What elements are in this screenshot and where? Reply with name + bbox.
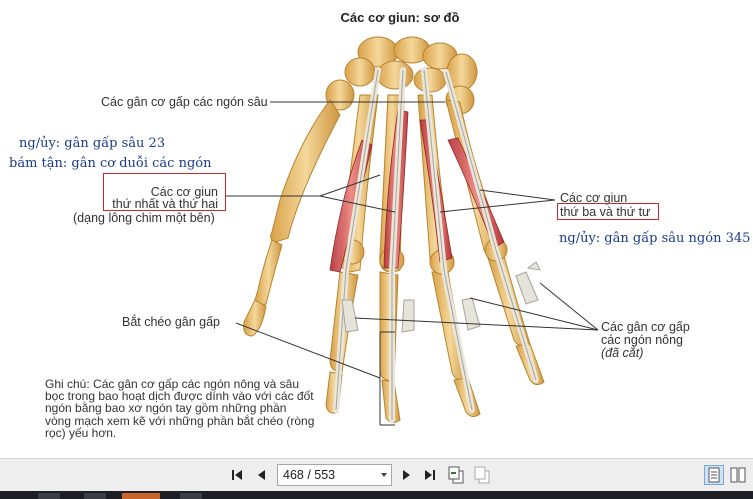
two-page-view-button[interactable] xyxy=(728,465,748,485)
label-flexor-superficial-line2: các ngón nông xyxy=(601,333,684,347)
first-page-icon xyxy=(232,470,242,480)
thumb-bones xyxy=(243,99,341,337)
figure-title: Các cơ giun: sơ đồ xyxy=(340,10,460,25)
previous-page-icon xyxy=(258,470,265,480)
back-view-icon xyxy=(448,466,464,484)
highlight-box-lumbricals-3-4 xyxy=(557,203,659,220)
single-page-view-button[interactable] xyxy=(704,465,724,485)
label-lumbricals-1-2-line1: Các cơ giun xyxy=(150,185,218,199)
annotation-insertion: bám tận: gân cơ duỗi các ngón xyxy=(9,156,212,171)
taskbar-app-icon[interactable] xyxy=(38,493,60,499)
os-taskbar xyxy=(0,491,753,499)
single-page-icon xyxy=(708,467,720,483)
last-page-button[interactable] xyxy=(420,465,440,485)
finger-bones xyxy=(325,94,545,424)
hand-illustration xyxy=(225,36,599,426)
label-lumbricals-3-4-line2: thứ ba và thứ tư xyxy=(560,205,651,219)
taskbar-app-icon[interactable] xyxy=(180,493,202,499)
forward-view-icon xyxy=(474,466,490,484)
annotation-origin-3-4: ng/ủy: gân gấp sâu ngón 345 xyxy=(559,231,751,246)
figure-note: Ghi chú: Các gân cơ gấp các ngón nông và… xyxy=(45,377,315,440)
taskbar-app-icon[interactable] xyxy=(84,493,106,499)
chevron-down-icon xyxy=(381,473,387,477)
annotation-origin-1-2: ng/ủy: gân gấp sâu 23 xyxy=(19,136,166,151)
viewer-toolbar: 468 / 553 xyxy=(0,458,753,491)
go-back-view-button[interactable] xyxy=(446,465,466,485)
document-page: Các cơ giun: sơ đồ Các gân cơ gấp các ng… xyxy=(9,10,751,440)
superficial-tendons-cut xyxy=(341,261,541,333)
previous-page-button[interactable] xyxy=(252,465,272,485)
last-page-icon xyxy=(425,470,435,480)
two-page-icon xyxy=(730,467,746,483)
taskbar-active-app-icon[interactable] xyxy=(122,493,160,499)
label-lumbricals-1-2-line3: (dạng lông chim một bên) xyxy=(73,211,215,225)
next-page-button[interactable] xyxy=(396,465,416,485)
label-flexor-deep: Các gân cơ gấp các ngón sâu xyxy=(101,95,268,109)
next-page-icon xyxy=(403,470,410,480)
page-number-select[interactable]: 468 / 553 xyxy=(277,464,392,486)
label-cruciate: Bắt chéo gân gấp xyxy=(122,315,220,329)
go-forward-view-button[interactable] xyxy=(472,465,492,485)
leader-lines xyxy=(225,101,599,426)
highlight-box-lumbricals-1-2 xyxy=(103,173,226,211)
label-lumbricals-1-2-line2: thứ nhất và thứ hai xyxy=(112,197,218,211)
label-lumbricals-3-4-line1: Các cơ giun xyxy=(560,191,628,205)
label-flexor-superficial-line1: Các gân cơ gấp xyxy=(601,320,690,334)
first-page-button[interactable] xyxy=(228,465,248,485)
label-flexor-superficial-line3: (đã cắt) xyxy=(601,346,644,360)
page-number-text: 468 / 553 xyxy=(283,468,336,482)
